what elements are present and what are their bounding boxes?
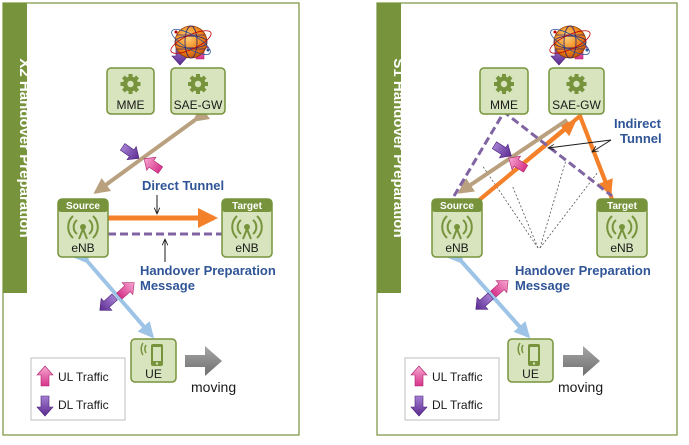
target-tag-label: Target	[607, 201, 637, 212]
target-tag-label: Target	[232, 201, 262, 212]
tunnel-label: Direct Tunnel	[142, 178, 224, 193]
message-label: Handover Preparation Message	[140, 263, 279, 293]
ue-label: UE	[145, 367, 162, 381]
ue-node: UE	[507, 338, 554, 383]
s1-link	[457, 118, 569, 194]
mme-label: MME	[490, 98, 518, 112]
side-bar	[3, 3, 27, 293]
tunnel-pointer	[592, 139, 612, 152]
source-enb-node: Source eNB	[57, 198, 109, 258]
radio-link	[447, 247, 531, 339]
ue-label: UE	[522, 367, 539, 381]
side-bar	[377, 3, 401, 293]
ul-legend-label: UL Traffic	[432, 370, 483, 384]
target-enb-node: Target eNB	[596, 198, 648, 258]
s1-link	[93, 106, 211, 194]
panel-s1: S1 Handover Preparation	[376, 2, 678, 436]
indirect-tunnel-up	[476, 119, 577, 203]
sae-gw-node: SAE-GW	[170, 67, 226, 115]
moving-arrow-icon	[563, 346, 600, 376]
signaling-pointers	[481, 159, 599, 249]
target-tag	[597, 199, 647, 212]
side-label: S1 Handover Preparation	[390, 58, 407, 237]
message-label: Handover Preparation Message	[515, 263, 654, 293]
moving-arrow-icon	[185, 346, 222, 376]
target-enb-label: eNB	[610, 241, 633, 255]
source-tag-label: Source	[440, 201, 474, 212]
source-enb-label: eNB	[445, 241, 468, 255]
moving-label: moving	[191, 379, 236, 395]
mme-label: MME	[117, 98, 145, 112]
sae-gw-node: SAE-GW	[548, 67, 605, 115]
ue-node: UE	[130, 338, 177, 383]
tunnel-pointer	[548, 139, 612, 148]
tunnel-label: Indirect Tunnel	[614, 116, 665, 146]
target-enb-label: eNB	[235, 241, 258, 255]
sae-gw-label: SAE-GW	[552, 98, 601, 112]
source-tag	[432, 199, 482, 212]
gear-icon	[494, 74, 514, 94]
dl-legend-label: DL Traffic	[58, 398, 109, 412]
radio-link	[73, 247, 155, 339]
target-enb-node: Target eNB	[221, 198, 273, 258]
legend: UL Traffic DL Traffic	[404, 357, 500, 421]
source-enb-label: eNB	[71, 241, 94, 255]
side-label: X2 Handover Preparation	[16, 58, 33, 237]
gear-icon	[188, 74, 208, 94]
source-tag	[58, 199, 108, 212]
moving-label: moving	[558, 379, 603, 395]
dl-legend-label: DL Traffic	[432, 398, 483, 412]
sae-gw-label: SAE-GW	[174, 98, 223, 112]
source-tag-label: Source	[66, 201, 100, 212]
gear-icon	[120, 74, 141, 94]
gear-icon	[566, 74, 587, 94]
mme-node: MME	[479, 67, 529, 115]
source-enb-node: Source eNB	[431, 198, 483, 258]
ul-legend-label: UL Traffic	[58, 370, 109, 384]
target-tag	[222, 199, 272, 212]
indirect-tunnel-down	[578, 115, 613, 196]
legend: UL Traffic DL Traffic	[30, 357, 126, 421]
panel-x2: X2 Handover Preparation MME SAE-GW	[2, 2, 300, 436]
mme-node: MME	[106, 67, 155, 115]
